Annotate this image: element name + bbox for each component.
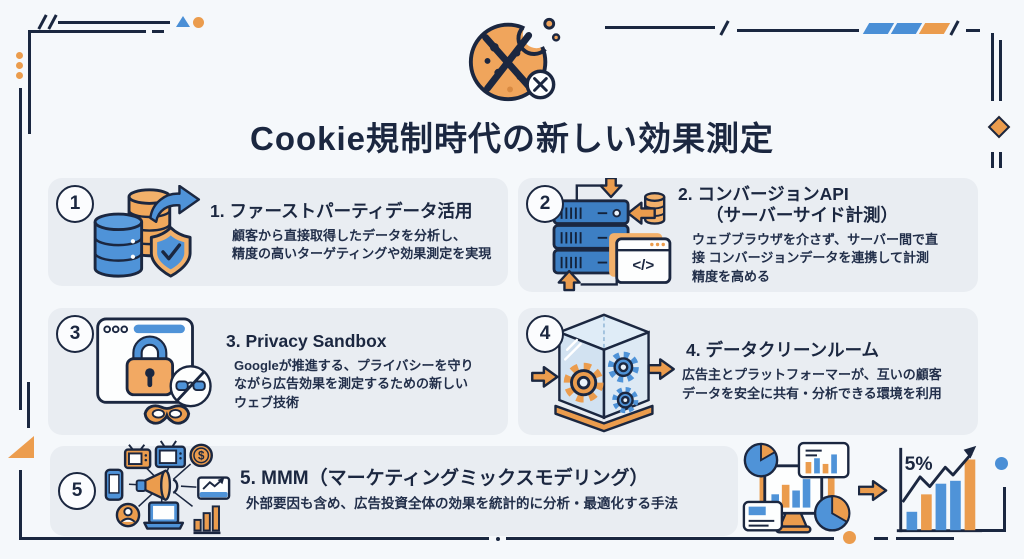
frame-line [737,29,859,32]
card-number: 5 [71,480,83,501]
frame-dash [966,29,980,32]
card-title: 2. コンバージョンAPI [678,184,849,205]
browser-privacy-lock-icon [92,315,220,429]
accent-dot [16,52,23,59]
card-mmm: 5 [50,440,738,536]
card-description: 広告主とプラットフォーマーが、互いの顧客 データを安全に共有・分析できる環境を利… [682,367,942,401]
data-clean-room-cube-icon [530,309,676,435]
accent-dot [16,62,23,69]
card-title-line2: （サーバーサイド計測） [706,205,898,226]
accent-dot [995,457,1008,470]
frame-line [966,529,1006,532]
card-privacy-sandbox: 3 3 [48,308,508,435]
page-title: Cookie規制時代の新しい効果測定 [249,120,775,157]
frame-dash [152,30,164,33]
header: Cookie規制時代の新しい効果測定 [0,10,1024,160]
frame-dash [874,537,888,540]
card-text: 3. Privacy Sandbox Googleが推進する、プライバシーを守り… [226,331,508,412]
frame-line [896,537,954,540]
growth-bar-chart-icon: 5% [892,444,984,536]
card-conversion-api: 2 [518,176,978,292]
card-text: 1. ファーストパーティデータ活用 顧客から直接取得したデータを分析し、 精度の… [210,201,508,263]
mmm-visual: 5% [742,440,988,540]
marketing-channels-megaphone-icon: $ [102,439,232,543]
card-title: 5. MMM（マーケティングミックスモデリング） [240,468,649,490]
frame-line [28,30,31,134]
card-description: ウェブブラウザを介さず、サーバー間で直 接 コンバージョンデータを連携して計測 … [692,232,938,284]
card-number: 4 [539,323,551,344]
arrow-right-icon [857,478,888,503]
code-glyph: </> [632,257,654,274]
analytics-dashboard-icon [742,441,854,540]
card-title: 1. ファーストパーティデータ活用 [210,200,473,221]
card-number: 2 [539,193,551,214]
frame-dash [999,152,1002,168]
card-number-badge: 1 [56,185,94,223]
card-text: 4. データクリーンルーム 広告主とプラットフォーマーが、互いの顧客 データを安… [682,340,978,402]
card-title: 3. Privacy Sandbox [226,331,387,352]
dollar-glyph: $ [198,451,205,463]
frame-line [58,21,170,24]
card-number-badge: 4 [526,315,564,353]
card-title: 4. データクリーンルーム [686,340,880,361]
frame-line [1003,487,1006,532]
accent-corner-triangle-icon [8,436,34,458]
frame-dot [496,537,500,541]
accent-dot [16,72,23,79]
accent-dot [193,17,204,28]
card-description: 顧客から直接取得したデータを分析し、 精度の高いターゲティングや効果測定を実現 [232,227,492,261]
frame-line [19,470,22,540]
frame-line [19,537,489,540]
accent-triangle-icon [176,16,190,27]
frame-line [19,88,22,410]
accent-dot [843,531,856,544]
growth-percent-label: 5% [905,453,933,475]
card-text: 5. MMM（マーケティングミックスモデリング） 外部要因も含め、広告投資全体の… [240,468,738,514]
frame-line [27,382,30,428]
frame-line [999,40,1002,101]
card-number-badge: 5 [58,472,96,510]
card-number-badge: 3 [56,315,94,353]
frame-line [28,30,146,33]
card-description: 外部要因も含め、広告投資全体の効果を統計的に分析・最適化する手法 [246,495,678,511]
card-number: 3 [69,323,81,344]
card-description: Googleが推進する、プライバシーを守り ながら広告効果を測定するための新しい… [234,358,474,410]
card-first-party-data: 1 1. ファーストパーティデータ活用 顧客から直接取得したデータ [48,178,508,286]
frame-dash [991,152,994,168]
card-text: 2. コンバージョンAPI （サーバーサイド計測） ウェブブラウザを介さず、サー… [678,184,978,286]
frame-line [991,33,994,101]
card-number: 1 [69,193,81,214]
blocked-cookie-icon [463,10,561,108]
frame-line [506,537,834,540]
card-number-badge: 2 [526,185,564,223]
frame-line [605,26,715,29]
card-data-clean-room: 4 4 [518,308,978,435]
database-shield-icon [90,184,202,280]
server-api-icon: </> [548,176,674,292]
